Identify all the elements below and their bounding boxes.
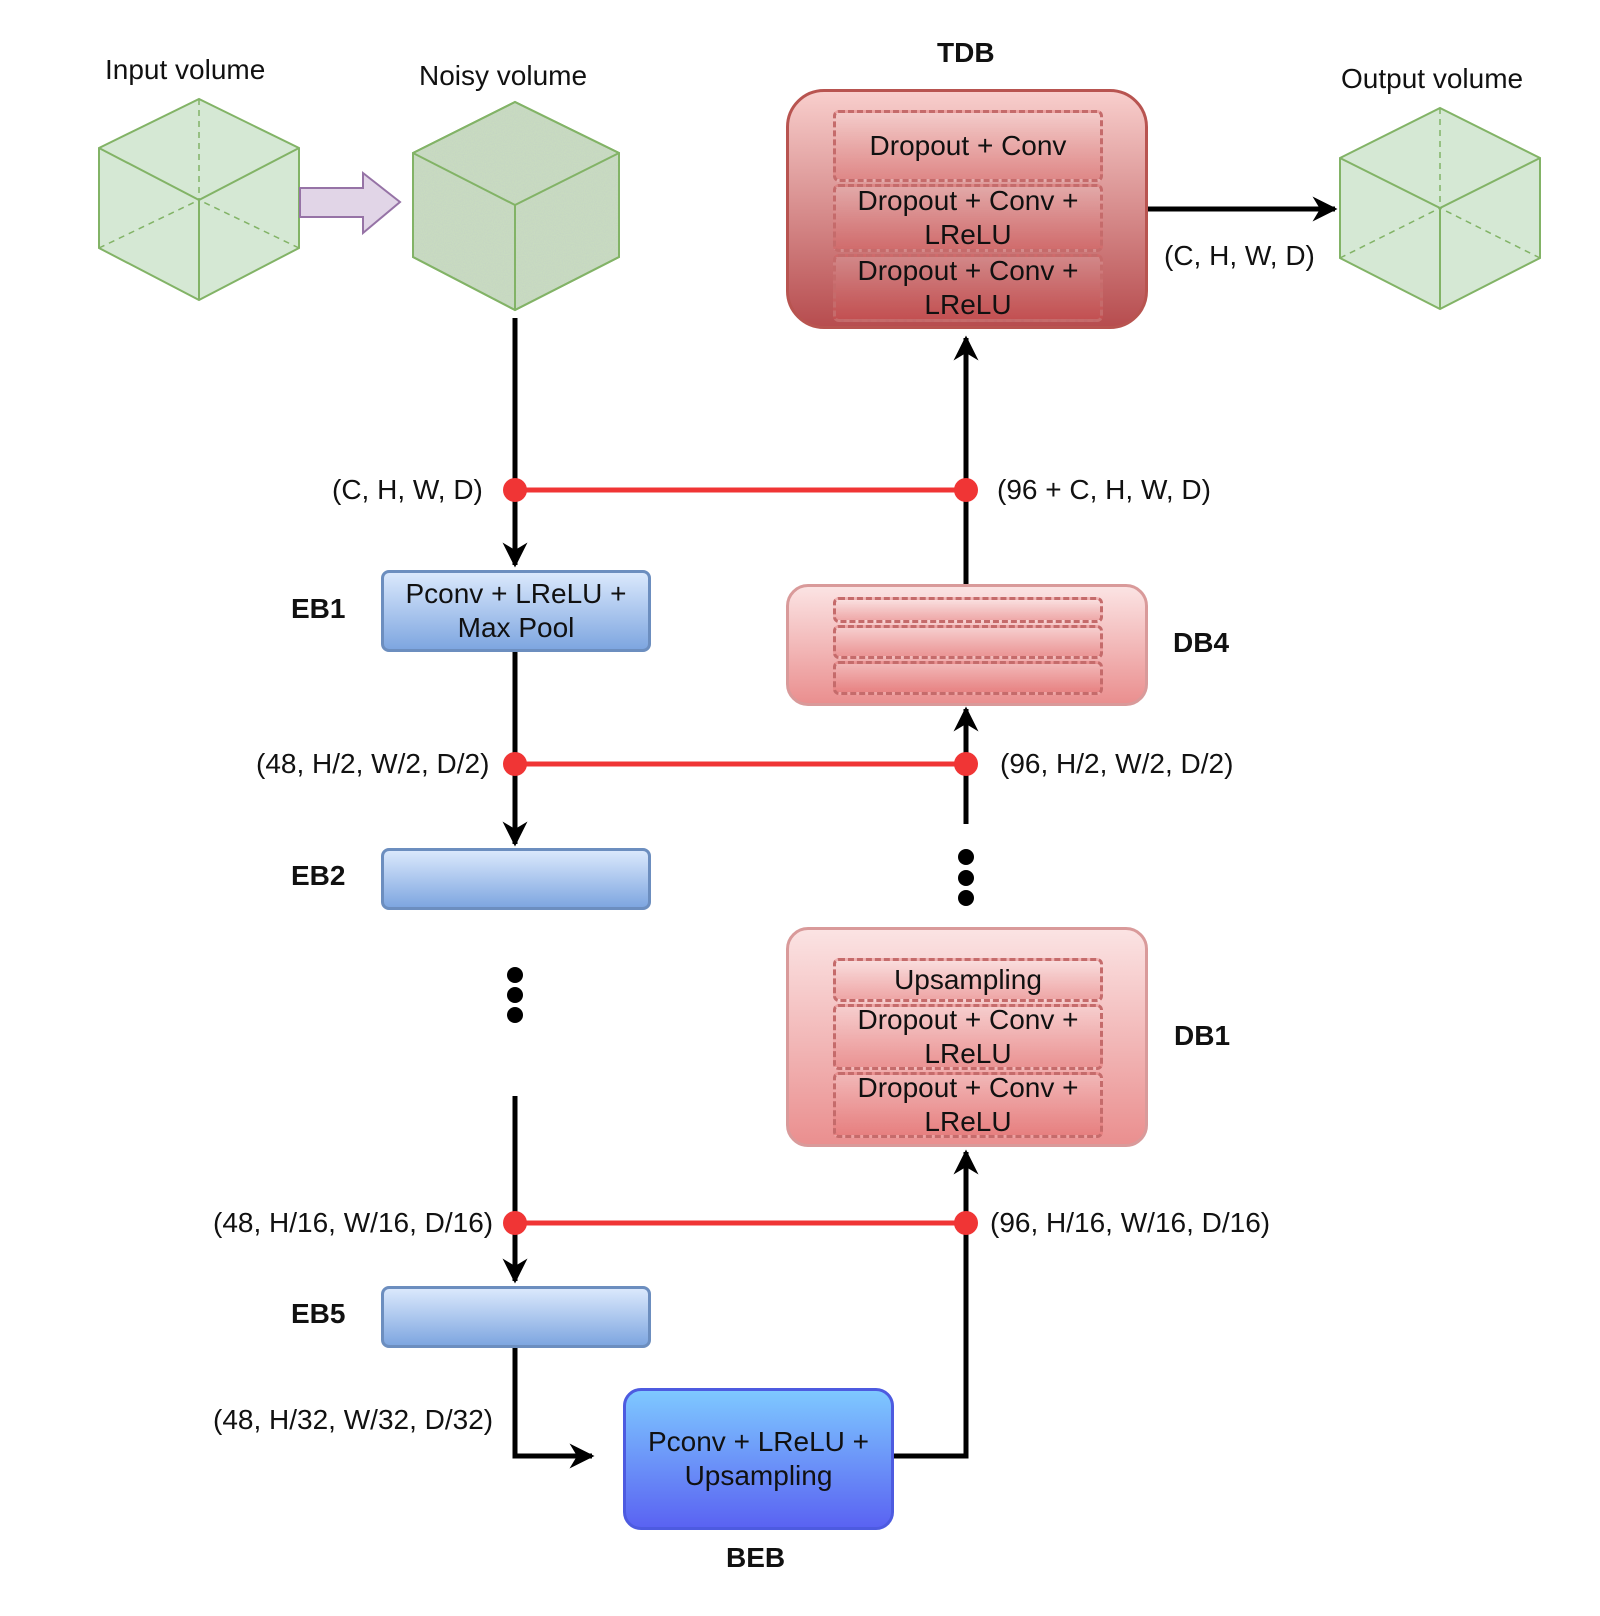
eb1-input-dim-label: (C, H, W, D) [332,474,483,505]
db4-sub-1 [833,597,1103,623]
noisy-volume-cube [412,100,620,312]
eb5-input-dim-label: (48, H/16, W/16, D/16) [213,1207,494,1238]
tdb-input-dim-label: (96 + C, H, W, D) [997,474,1211,505]
db1-sub-dropout-conv-lrelu-1: Dropout + Conv + LReLU [833,1004,1103,1070]
tdb-block: Dropout + Conv Dropout + Conv + LReLU Dr… [786,89,1148,329]
tdb-sub2-line1: Dropout + Conv + [857,185,1079,216]
db4-label: DB4 [1173,627,1230,658]
tdb-sub3-line1: Dropout + Conv + [857,255,1079,286]
db4-sub-3 [833,661,1103,695]
db1-sub2-line1: Dropout + Conv + [857,1004,1079,1035]
eb1-line1: Pconv + LReLU + [405,578,627,609]
eb1-line2: Max Pool [457,612,575,643]
beb-label: BEB [726,1542,786,1573]
eb1-label: EB1 [291,593,346,624]
db1-sub2-line2: LReLU [924,1038,1012,1069]
db4-sub-2 [833,625,1103,659]
tdb-label: TDB [937,37,995,68]
noisy-volume-label: Noisy volume [419,60,588,91]
tdb-sub3-line2: LReLU [924,289,1012,320]
eb5-output-dim-label: (48, H/32, W/32, D/32) [213,1404,494,1435]
tdb-sub-dropout-conv-lrelu-2: Dropout + Conv + LReLU [833,254,1103,322]
tdb-sub2-line2: LReLU [924,219,1012,250]
db1-input-dim-label: (96, H/16, W/16, D/16) [990,1207,1271,1238]
output-volume-cube [1339,106,1541,311]
db1-sub1-text: Upsampling [894,964,1042,995]
eb5-label: EB5 [291,1298,346,1329]
eb1-block: Pconv + LReLU + Max Pool [381,570,651,652]
beb-line2: Upsampling [684,1460,833,1491]
input-volume-label: Input volume [105,54,266,85]
skip-nodes [503,478,978,1235]
db1-sub-dropout-conv-lrelu-2: Dropout + Conv + LReLU [833,1072,1103,1138]
eb5-block [381,1286,651,1348]
noise-arrow-icon [299,170,402,236]
skip-connections [515,487,966,1226]
db1-sub3-line2: LReLU [924,1106,1012,1137]
output-volume-label: Output volume [1341,63,1524,94]
eb2-block [381,848,651,910]
tdb-sub-dropout-conv-lrelu-1: Dropout + Conv + LReLU [833,184,1103,252]
beb-block: Pconv + LReLU + Upsampling [623,1388,894,1530]
encoder-path [502,318,595,1469]
decoder-path [892,196,1338,1459]
input-volume-cube [98,97,300,302]
db4-input-dim-label: (96, H/2, W/2, D/2) [1000,748,1234,779]
db1-block: Upsampling Dropout + Conv + LReLU Dropou… [786,927,1148,1147]
eb2-label: EB2 [291,860,346,891]
db1-label: DB1 [1174,1020,1231,1051]
tdb-sub1-text: Dropout + Conv [869,130,1067,161]
beb-line1: Pconv + LReLU + [647,1426,870,1457]
output-dim-label: (C, H, W, D) [1164,240,1315,271]
db1-sub3-line1: Dropout + Conv + [857,1072,1079,1103]
tdb-sub-dropout-conv: Dropout + Conv [833,110,1103,182]
eb1-output-dim-label: (48, H/2, W/2, D/2) [256,748,490,779]
db4-block [786,584,1148,706]
db1-sub-upsampling: Upsampling [833,958,1103,1002]
